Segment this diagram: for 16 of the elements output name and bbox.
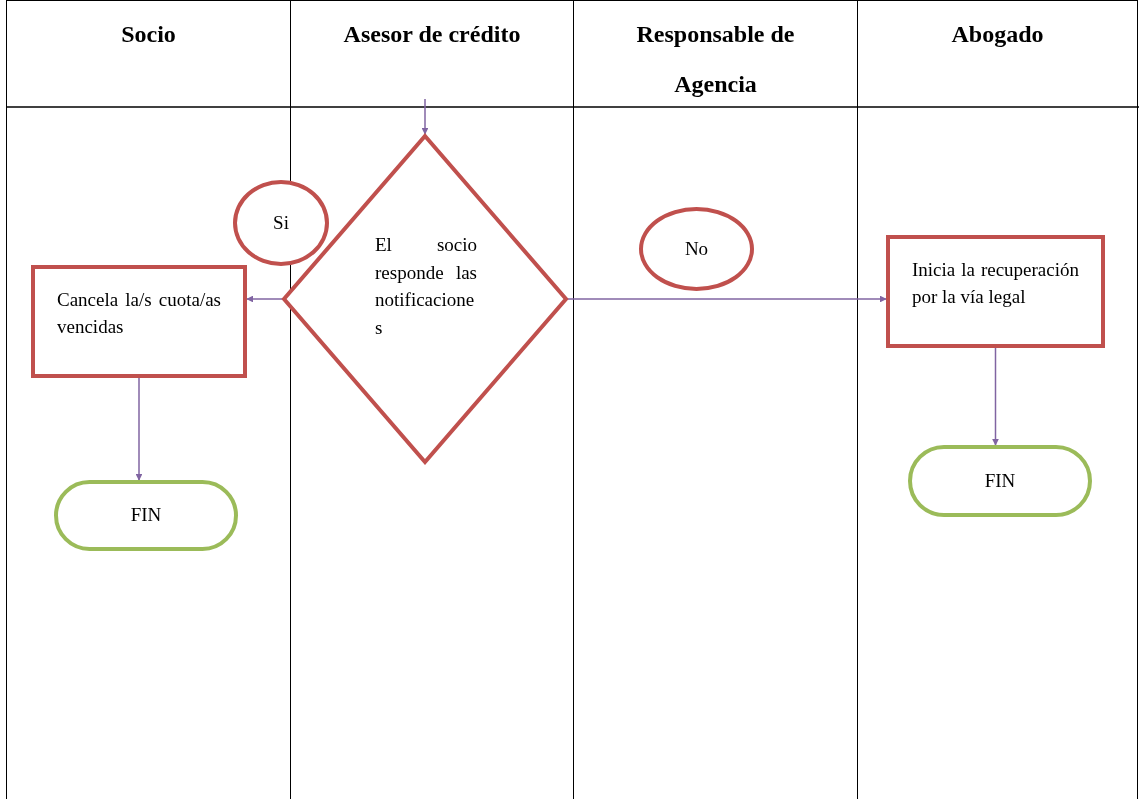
terminator-pill: FIN — [54, 480, 238, 551]
lane-header: Socio — [121, 20, 176, 49]
edge-label: Si — [233, 180, 329, 266]
lane-header: Responsable de Agencia — [635, 20, 796, 99]
lane-header: Abogado — [951, 20, 1044, 49]
process-box: Cancela la/s cuota/as vencidas — [31, 265, 247, 378]
terminator-pill: FIN — [908, 445, 1092, 517]
arrow — [566, 295, 887, 303]
process-box: Inicia la recuperación por la vía legal — [886, 235, 1105, 348]
arrow — [421, 98, 429, 135]
arrow — [246, 295, 284, 303]
arrow — [135, 377, 143, 481]
arrow — [992, 347, 999, 446]
lane-header: Asesor de crédito — [343, 20, 521, 49]
edge-label: No — [639, 207, 754, 291]
decision-text: El socio responde las notificaciones — [375, 233, 477, 340]
